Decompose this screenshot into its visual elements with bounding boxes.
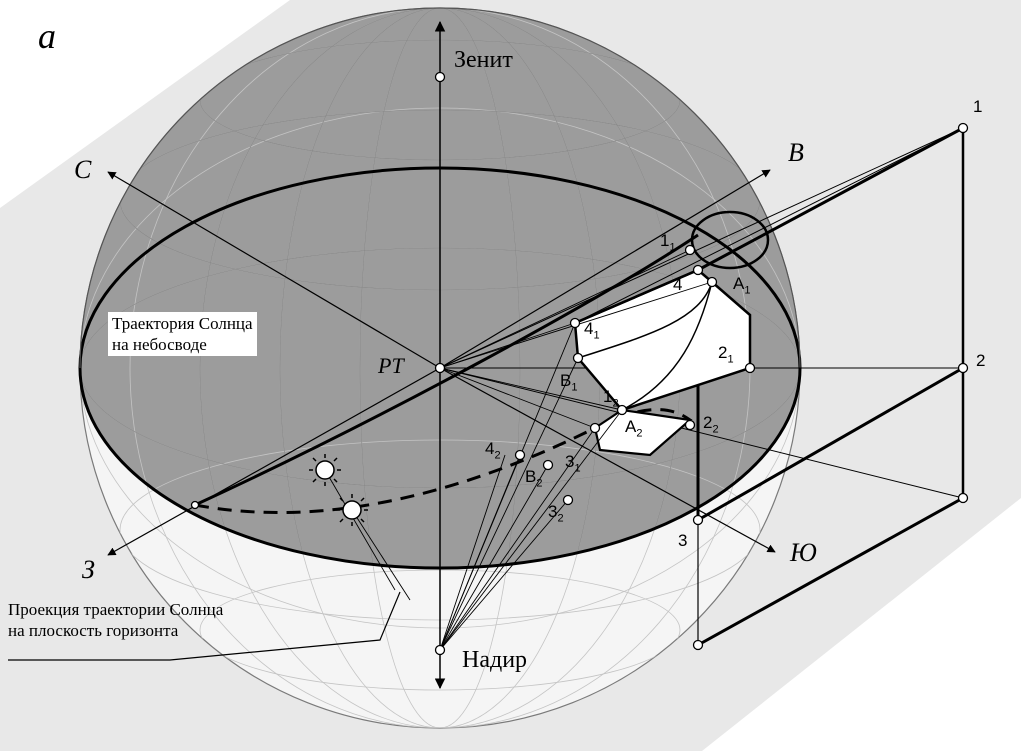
sun-projection-icon: [336, 494, 368, 526]
north-label: С: [74, 155, 92, 184]
east-west-axis: [439, 169, 771, 369]
lower-quad: [593, 408, 693, 457]
center-label: РТ: [378, 353, 404, 378]
point-label: 21: [718, 343, 734, 366]
point-label: В1: [560, 371, 578, 394]
point-label: А1: [733, 274, 751, 297]
point-label: 42: [485, 439, 501, 462]
sun-path-callout: Траектория Солнца на небосводе: [108, 312, 257, 356]
point-label: А2: [625, 417, 643, 440]
callout-line: Проекция траектории Солнца: [8, 600, 224, 619]
callout-line: на небосводе: [112, 335, 207, 354]
callout-line: Траектория Солнца: [112, 314, 253, 333]
callout-leader-projection: [8, 591, 401, 661]
point-label: В2: [525, 467, 543, 490]
nadir-label: Надир: [462, 647, 528, 673]
corner-label: 2: [976, 351, 986, 370]
point-label: 32: [548, 502, 564, 525]
point-label: 11: [660, 231, 676, 254]
north-south-axis: [107, 171, 441, 369]
sun-trajectory: [194, 233, 699, 507]
point-label: 41: [584, 319, 600, 342]
corner-label: 3: [678, 531, 688, 550]
point-label: 22: [703, 413, 719, 436]
callout-line: на плоскость горизонта: [8, 621, 179, 640]
south-label: Ю: [790, 538, 817, 567]
corner-label: 1: [973, 97, 983, 116]
west-label: З: [82, 555, 95, 584]
point-label: 31: [565, 452, 581, 475]
point-label: 12: [603, 387, 619, 410]
east-label: В: [788, 138, 804, 167]
sun-projection-callout: Проекция траектории Солнца на плоскость …: [4, 598, 227, 642]
point-markers: [190, 71, 969, 656]
sun-projection-trajectory: [194, 408, 691, 515]
panel-label: а: [38, 16, 56, 56]
sun-icon: [309, 454, 341, 486]
zenith-label: Зенит: [454, 47, 513, 73]
point-label: 4: [673, 275, 683, 294]
